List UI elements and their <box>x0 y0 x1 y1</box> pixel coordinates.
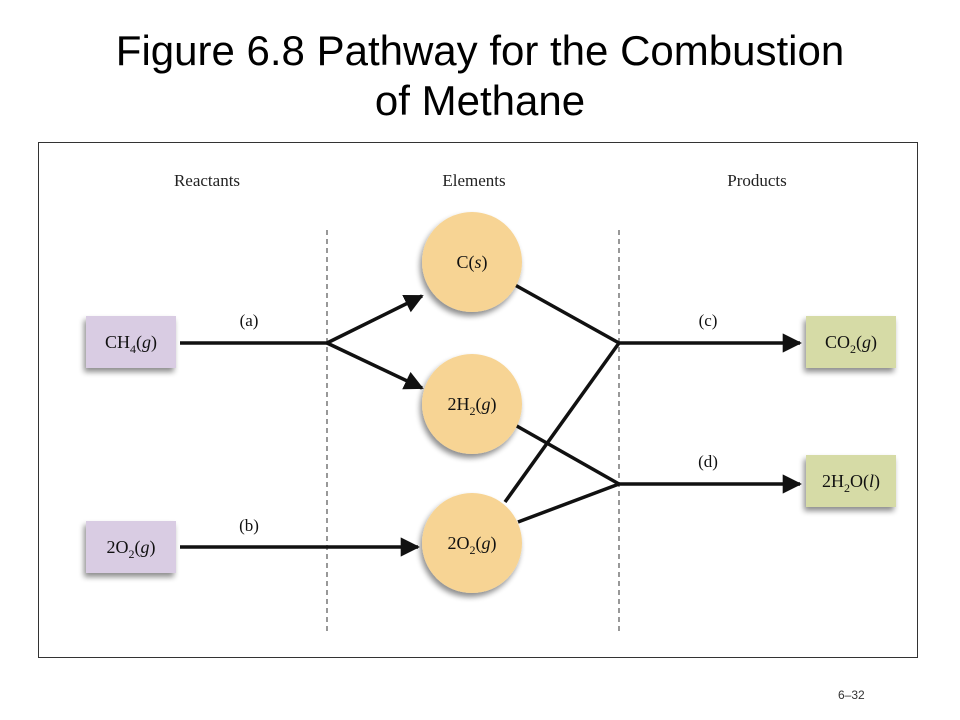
line-d-from-h2 <box>514 423 620 486</box>
title-line-1: Figure 6.8 Pathway for the Combustion <box>115 27 845 74</box>
arrow-label-d: (d) <box>698 452 718 471</box>
element-circle-c <box>422 212 522 312</box>
element-circle-h2 <box>422 354 522 454</box>
title-line-2: of Methane <box>374 77 586 124</box>
product-box-h2o <box>806 455 896 507</box>
product-h2o-label: 2H2O(l) <box>822 471 880 495</box>
slide-title: Figure 6.8 Pathway for the Combustion of… <box>0 26 960 126</box>
header-products: Products <box>727 171 787 190</box>
reactant-ch4-label: CH4(g) <box>105 332 157 356</box>
page-number: 6–32 <box>838 688 865 702</box>
element-o2-label: 2O2(g) <box>448 533 497 557</box>
line-c-from-c <box>514 283 620 345</box>
reactant-o2-label: 2O2(g) <box>107 537 156 561</box>
product-box-co2 <box>806 316 896 368</box>
arrow-a-to-c <box>326 294 424 345</box>
header-reactants: Reactants <box>174 171 240 190</box>
reactant-box-o2 <box>86 521 176 573</box>
element-circle-o2 <box>422 493 522 593</box>
line-c-from-o2 <box>503 341 621 504</box>
arrow-label-b: (b) <box>239 516 259 535</box>
line-d-from-o2 <box>517 482 620 524</box>
arrow-a-to-h2 <box>326 341 424 390</box>
arrow-label-c: (c) <box>699 311 718 330</box>
reactant-box-ch4 <box>86 316 176 368</box>
arrow-label-a: (a) <box>240 311 259 330</box>
product-co2-label: CO2(g) <box>825 332 877 356</box>
header-elements: Elements <box>442 171 505 190</box>
element-c-label: C(s) <box>456 252 487 273</box>
element-h2-label: 2H2(g) <box>448 394 497 418</box>
